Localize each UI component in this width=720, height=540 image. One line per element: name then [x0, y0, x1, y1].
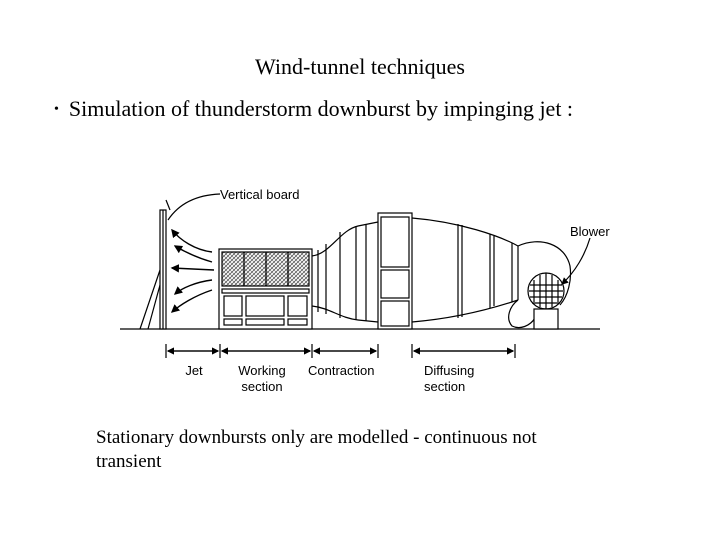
label-blower: Blower — [570, 224, 610, 239]
blower-leader — [561, 237, 591, 285]
jet-flow-arrows — [170, 228, 215, 313]
label-diffusing-section: Diffusing section — [424, 363, 474, 395]
slide-title: Wind-tunnel techniques — [255, 54, 465, 79]
label-diffusing-line1: Diffusing — [424, 363, 475, 378]
bottom-note: Stationary downbursts only are modelled … — [96, 427, 537, 472]
vertical-board — [139, 199, 171, 330]
bullet-text: Simulation of thunderstorm downburst by … — [68, 96, 574, 121]
label-working-section: Working section — [232, 363, 292, 395]
dimension-lines — [165, 344, 516, 358]
settling-chamber — [377, 212, 413, 330]
label-vertical-board: Vertical board — [220, 187, 300, 202]
vertical-board-leader — [167, 193, 221, 221]
working-section — [218, 248, 313, 330]
label-jet: Jet — [185, 363, 203, 378]
bullet-item: • Simulation of thunderstorm downburst by… — [54, 96, 573, 122]
contraction-section — [311, 221, 379, 323]
label-working-line1: Working — [238, 363, 286, 378]
blower — [508, 241, 572, 330]
label-working-line2: section — [241, 379, 283, 394]
label-contraction: Contraction — [308, 363, 375, 378]
diffusing-section — [411, 217, 519, 323]
label-diffusing-line2: section — [424, 379, 466, 394]
bullet-marker: • — [54, 102, 59, 117]
